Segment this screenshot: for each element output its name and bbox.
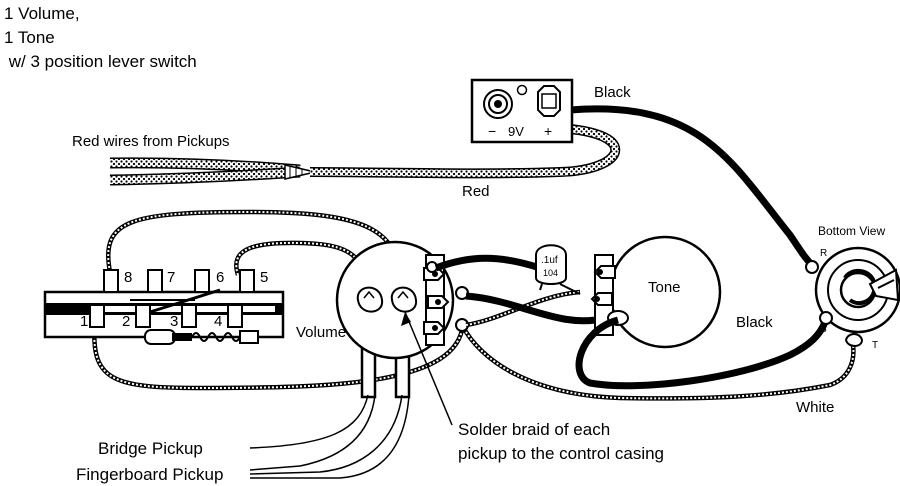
bridge-pickup-label: Bridge Pickup xyxy=(98,439,203,458)
title-line-3: w/ 3 position lever switch xyxy=(4,52,197,71)
battery-plus-label: + xyxy=(544,123,552,139)
red-battery-wire xyxy=(309,123,621,179)
red-pickup-cable xyxy=(109,157,316,186)
switch-terminal-6: 6 xyxy=(216,269,224,286)
white-wire-label: White xyxy=(796,399,834,416)
battery-clip: − 9V + xyxy=(470,78,574,144)
tone-label: Tone xyxy=(648,279,681,296)
jack-s-label: S xyxy=(820,324,827,335)
title-line-2: 1 Tone xyxy=(4,28,55,47)
output-jack: R S T xyxy=(805,246,900,351)
switch-terminal-2: 2 xyxy=(122,313,130,330)
capacitor-value: .1uf xyxy=(541,255,558,266)
lever-switch: 1 2 3 4 5 6 7 8 xyxy=(43,269,285,345)
solder-note-line-2: pickup to the control casing xyxy=(458,444,664,463)
bottom-view-label: Bottom View xyxy=(818,224,885,238)
black-wire-label-top: Black xyxy=(594,84,631,101)
jack-r-label: R xyxy=(820,248,827,259)
switch-terminal-8: 8 xyxy=(124,269,132,286)
volume-label: Volume xyxy=(296,324,346,341)
red-wires-label: Red wires from Pickups xyxy=(72,133,230,150)
volume-to-tone-wire xyxy=(465,292,607,325)
volume-pot: Volume xyxy=(296,240,455,360)
switch-terminal-1: 1 xyxy=(80,313,88,330)
battery-voltage-label: 9V xyxy=(508,124,524,139)
red-wire-label: Red xyxy=(462,183,490,200)
black-ground-to-jack xyxy=(575,316,829,390)
solder-note-line-1: Solder braid of each xyxy=(458,420,610,439)
tone-pot: Tone xyxy=(590,235,722,349)
switch-terminal-5: 5 xyxy=(260,269,268,286)
black-battery-wire xyxy=(569,105,815,268)
battery-minus-label: − xyxy=(488,123,496,139)
capacitor-code: 104 xyxy=(543,268,558,278)
black-wire-label-bottom: Black xyxy=(736,314,773,331)
volume-to-cap-wire xyxy=(434,254,542,272)
solder-pointer-arrow xyxy=(404,311,453,426)
title-line-1: 1 Volume, xyxy=(4,4,80,23)
switch-terminal-3: 3 xyxy=(170,313,178,330)
switch-terminal-7: 7 xyxy=(167,269,175,286)
jack-t-label: T xyxy=(872,340,878,351)
switch-terminal-4: 4 xyxy=(214,313,222,330)
fingerboard-pickup-label: Fingerboard Pickup xyxy=(76,465,223,484)
capacitor: .1uf 104 xyxy=(535,244,581,295)
